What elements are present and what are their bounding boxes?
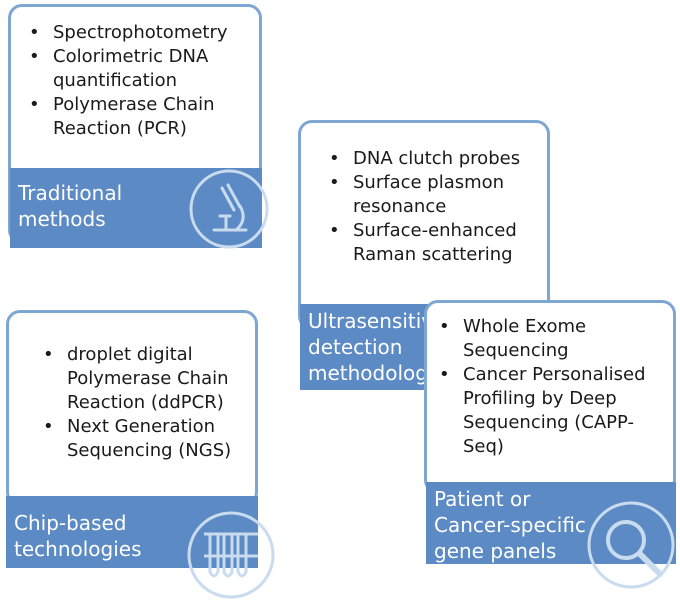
label-patient-gene-panels: Patient or Cancer-specific gene panels [426, 482, 676, 564]
list-item: Colorimetric DNA quantification [25, 45, 255, 93]
list-item: Next Generation Sequencing (NGS) [39, 415, 253, 463]
label-line: detection [308, 335, 403, 359]
chip-based-technologies-list: droplet digital Polymerase Chain Reactio… [39, 343, 253, 463]
card-chip-based-technologies: droplet digital Polymerase Chain Reactio… [6, 310, 258, 506]
label-line: technologies [14, 537, 142, 561]
label-line: Ultrasensitive [308, 309, 440, 333]
test-tubes-icon [186, 510, 276, 600]
list-item: Whole Exome Sequencing [435, 315, 673, 363]
card-ultrasensitive-methodologies: DNA clutch probes Surface plasmon resona… [298, 120, 550, 330]
list-item: Cancer Personalised Profiling by Deep Se… [435, 363, 673, 459]
list-item: Spectrophotometry [25, 21, 255, 45]
list-item: Surface plasmon resonance [325, 171, 547, 219]
magnifier-icon [586, 500, 676, 590]
label-line: methodologies [308, 361, 440, 385]
list-item: Surface-enhanced Raman scattering [325, 219, 547, 267]
list-item: droplet digital Polymerase Chain Reactio… [39, 343, 253, 415]
list-item: DNA clutch probes [325, 147, 547, 171]
label-traditional-methods: Traditional methods [10, 168, 262, 248]
label-line: Traditional [18, 181, 123, 205]
microscope-icon [188, 168, 270, 250]
label-line: gene panels [434, 539, 557, 563]
card-patient-gene-panels: Whole Exome Sequencing Cancer Personalis… [424, 300, 676, 494]
label-line: Cancer-specific [434, 513, 586, 537]
label-line: Chip-based [14, 511, 127, 535]
patient-gene-panels-list: Whole Exome Sequencing Cancer Personalis… [435, 315, 673, 459]
label-line: Patient or [434, 487, 531, 511]
label-line: methods [18, 207, 106, 231]
ultrasensitive-methodologies-list: DNA clutch probes Surface plasmon resona… [325, 147, 547, 267]
label-ultrasensitive-methodologies: Ultrasensitive detection methodologies [300, 304, 440, 390]
list-item: Polymerase Chain Reaction (PCR) [25, 93, 255, 141]
traditional-methods-list: Spectrophotometry Colorimetric DNA quant… [25, 21, 255, 141]
